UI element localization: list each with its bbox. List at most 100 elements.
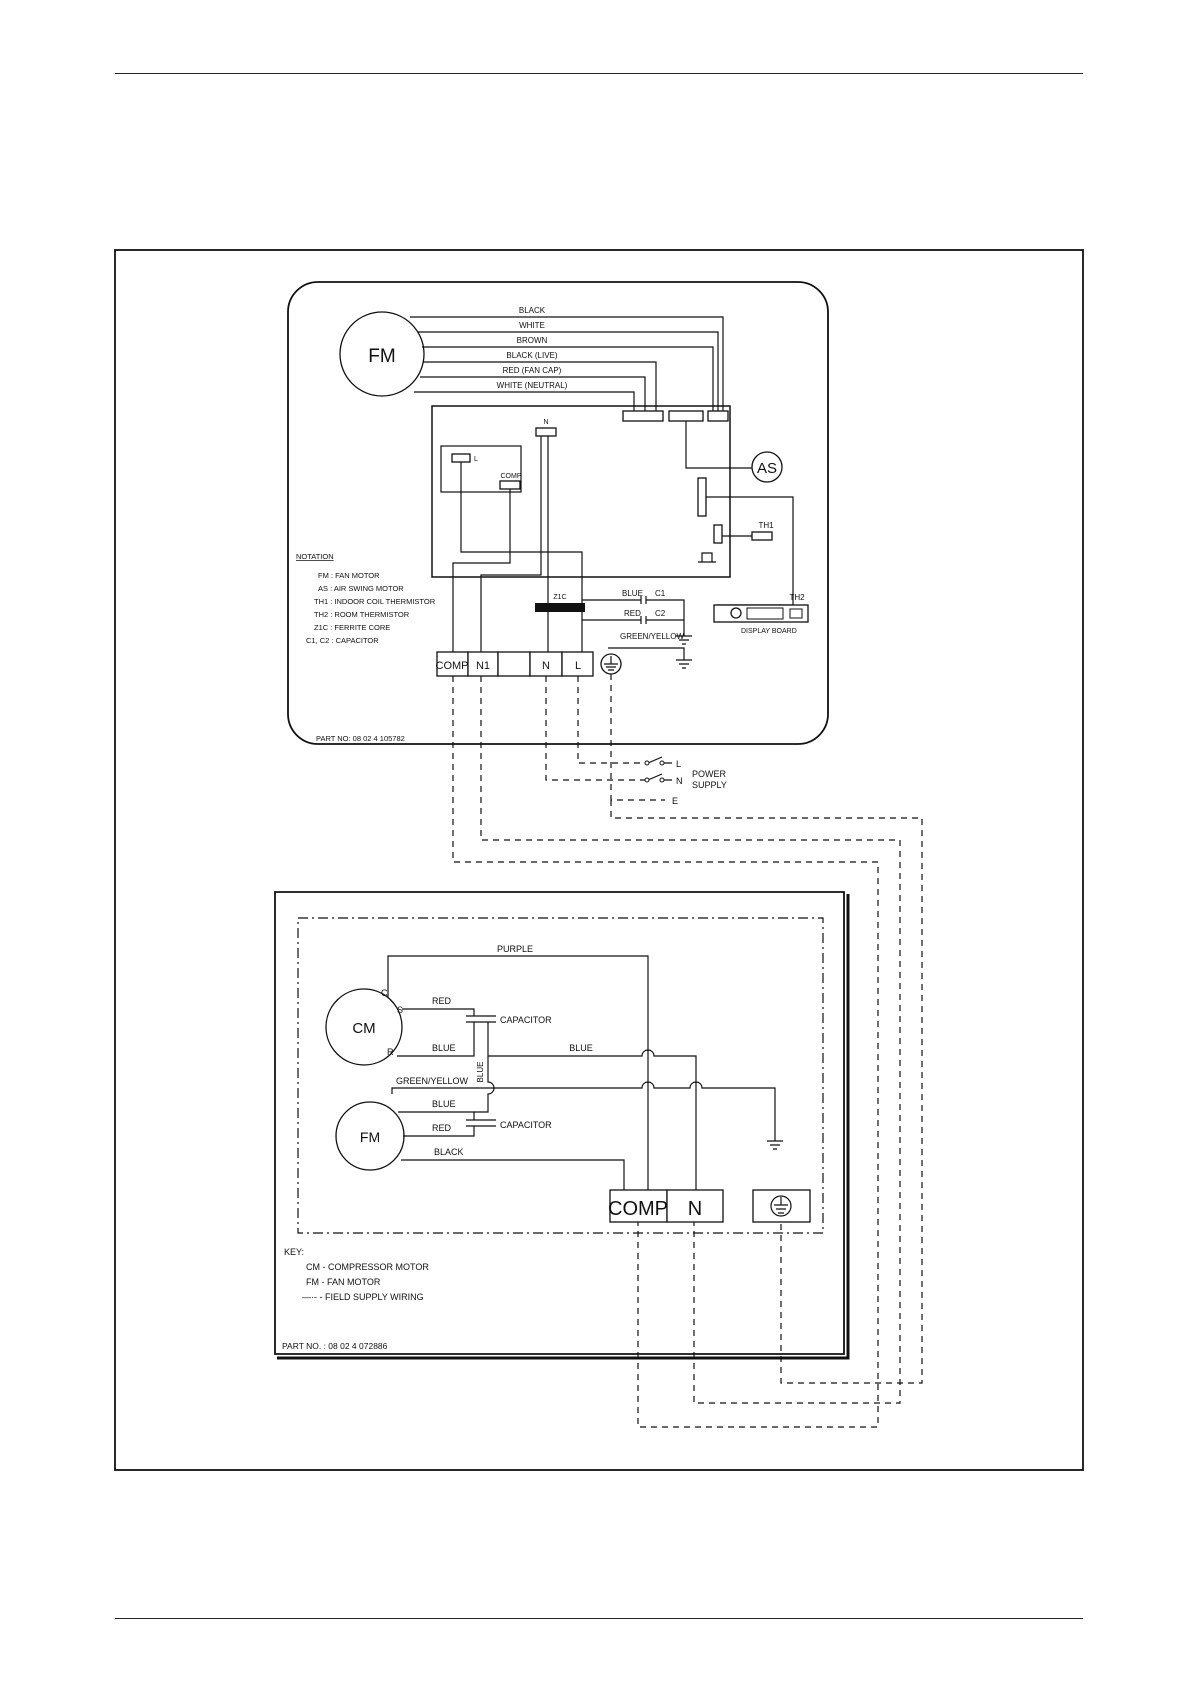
outdoor-unit-box [274,891,845,1355]
display-connector [697,477,707,517]
wire-red-2: RED [432,1123,452,1133]
outdoor-terminal-n [666,1189,724,1223]
header-rule [115,73,1083,74]
cap-c2-label: C2 [655,609,666,618]
indoor-fan-motor-label: FM [368,346,395,367]
fan-capacitor [466,1119,496,1127]
pcb-comp-label: COMP [501,473,522,480]
capacitor-c2 [640,616,647,624]
cap-green-yellow-label: GREEN/YELLOW [620,632,684,641]
capacitor-c1 [640,596,647,604]
compressor-capacitor [466,1015,496,1023]
notation-c1c2: C1, C2 : CAPACITOR [306,636,379,645]
power-line-e: E [672,796,678,806]
air-swing-motor [751,451,783,483]
compressor-pin-c: C [381,988,388,998]
outdoor-ground-symbol [767,1140,783,1150]
outdoor-terminal-comp [609,1189,668,1223]
wire-purple: PURPLE [497,944,533,954]
pcb-comp-connector [499,480,521,490]
outdoor-part-no: PART NO. : 08 02 4 072886 [282,1341,388,1351]
th1-thermistor [751,531,773,541]
switch-n-contact-2 [659,777,665,783]
outdoor-fan-label: FM [360,1129,380,1145]
relay-box [440,445,522,493]
terminal-n: N [542,660,550,672]
pcb-l-label: L [474,456,478,463]
wire-blue-vertical: BLUE [476,1062,485,1083]
terminal-l: L [575,660,581,672]
indoor-pcb [431,405,731,578]
outdoor-terminal-comp-label: COMP [608,1198,668,1220]
cap-blue-label: BLUE [622,589,643,598]
wire-green-yellow: GREEN/YELLOW [396,1076,469,1086]
outdoor-earth-symbol [770,1195,792,1217]
ground-symbol-frame [676,659,692,669]
wire-blue-2: BLUE [569,1043,593,1053]
wire-blue-1: BLUE [432,1043,456,1053]
key-title: KEY: [284,1247,304,1257]
capacitor-2-label: CAPACITOR [500,1120,552,1130]
outdoor-earth-terminal [752,1189,811,1223]
terminal-comp: COMP [436,660,469,672]
wire-black: BLACK [434,1147,464,1157]
display-board-sensor [730,607,742,619]
display-board-label: DISPLAY BOARD [741,628,797,635]
th1-connector [713,524,723,544]
notation-fm: FM : FAN MOTOR [318,571,380,580]
key-cm: CM - COMPRESSOR MOTOR [306,1262,429,1272]
fan-connector [622,410,664,422]
th2-label: TH2 [789,593,805,602]
outdoor-field-boundary [297,917,824,1234]
outdoor-box-shadow [277,894,850,1360]
wire-label-white-neutral: WHITE (NEUTRAL) [497,381,568,390]
z1c-label: Z1C [553,594,566,601]
notation-th2: TH2 : ROOM THERMISTOR [314,610,410,619]
display-board-connector [789,608,803,619]
outdoor-terminal-n-label: N [688,1198,702,1220]
terminal-n1: N1 [476,660,490,672]
wire-blue-3: BLUE [432,1099,456,1109]
wire-label-black-live: BLACK (LIVE) [506,351,557,360]
compressor-pin-s: S [397,1005,403,1015]
fan-wire-group [410,316,724,412]
cap-red-label: RED [624,609,641,618]
notation-z1c: Z1C : FERRITE CORE [314,623,390,632]
indoor-fan-motor [339,311,425,397]
wire-label-brown: BROWN [517,336,548,345]
footer-rule [115,1618,1083,1619]
power-line-l: L [676,759,681,769]
wire-label-red-fan-cap: RED (FAN CAP) [503,366,562,375]
ground-symbol-caps [676,635,692,645]
key-fm: FM - FAN MOTOR [306,1277,381,1287]
display-board-leds [746,607,784,620]
power-supply-title-2: SUPPLY [692,780,727,790]
notation-title: NOTATION [296,552,334,561]
fan-connector-2 [707,410,729,422]
switch-n-contact [644,777,650,783]
power-line-n: N [676,776,683,786]
air-swing-label: AS [757,460,777,477]
wire-red-1: RED [432,996,452,1006]
power-supply-title-1: POWER [692,769,727,779]
diagram-frame [114,249,1084,1471]
swing-connector [668,410,704,422]
compressor-label: CM [352,1020,375,1037]
compressor-pin-r: R [387,1047,394,1057]
wire-label-black: BLACK [519,306,546,315]
switch-l-contact-2 [659,760,665,766]
ferrite-core [535,603,585,612]
indoor-terminal-block [436,651,594,677]
key-field-wiring: —·- - FIELD SUPPLY WIRING [302,1292,424,1302]
notation-th1: TH1 : INDOOR COIL THERMISTOR [314,597,436,606]
pcb-l-connector [451,453,471,463]
th1-label: TH1 [758,521,774,530]
notation-as: AS : AIR SWING MOTOR [318,584,404,593]
indoor-unit-box [287,281,829,745]
pcb-n-label: N [543,419,548,426]
capacitor-1-label: CAPACITOR [500,1015,552,1025]
compressor-motor [325,988,403,1066]
pcb-n-connector [535,427,557,437]
switch-l-contact [644,760,650,766]
